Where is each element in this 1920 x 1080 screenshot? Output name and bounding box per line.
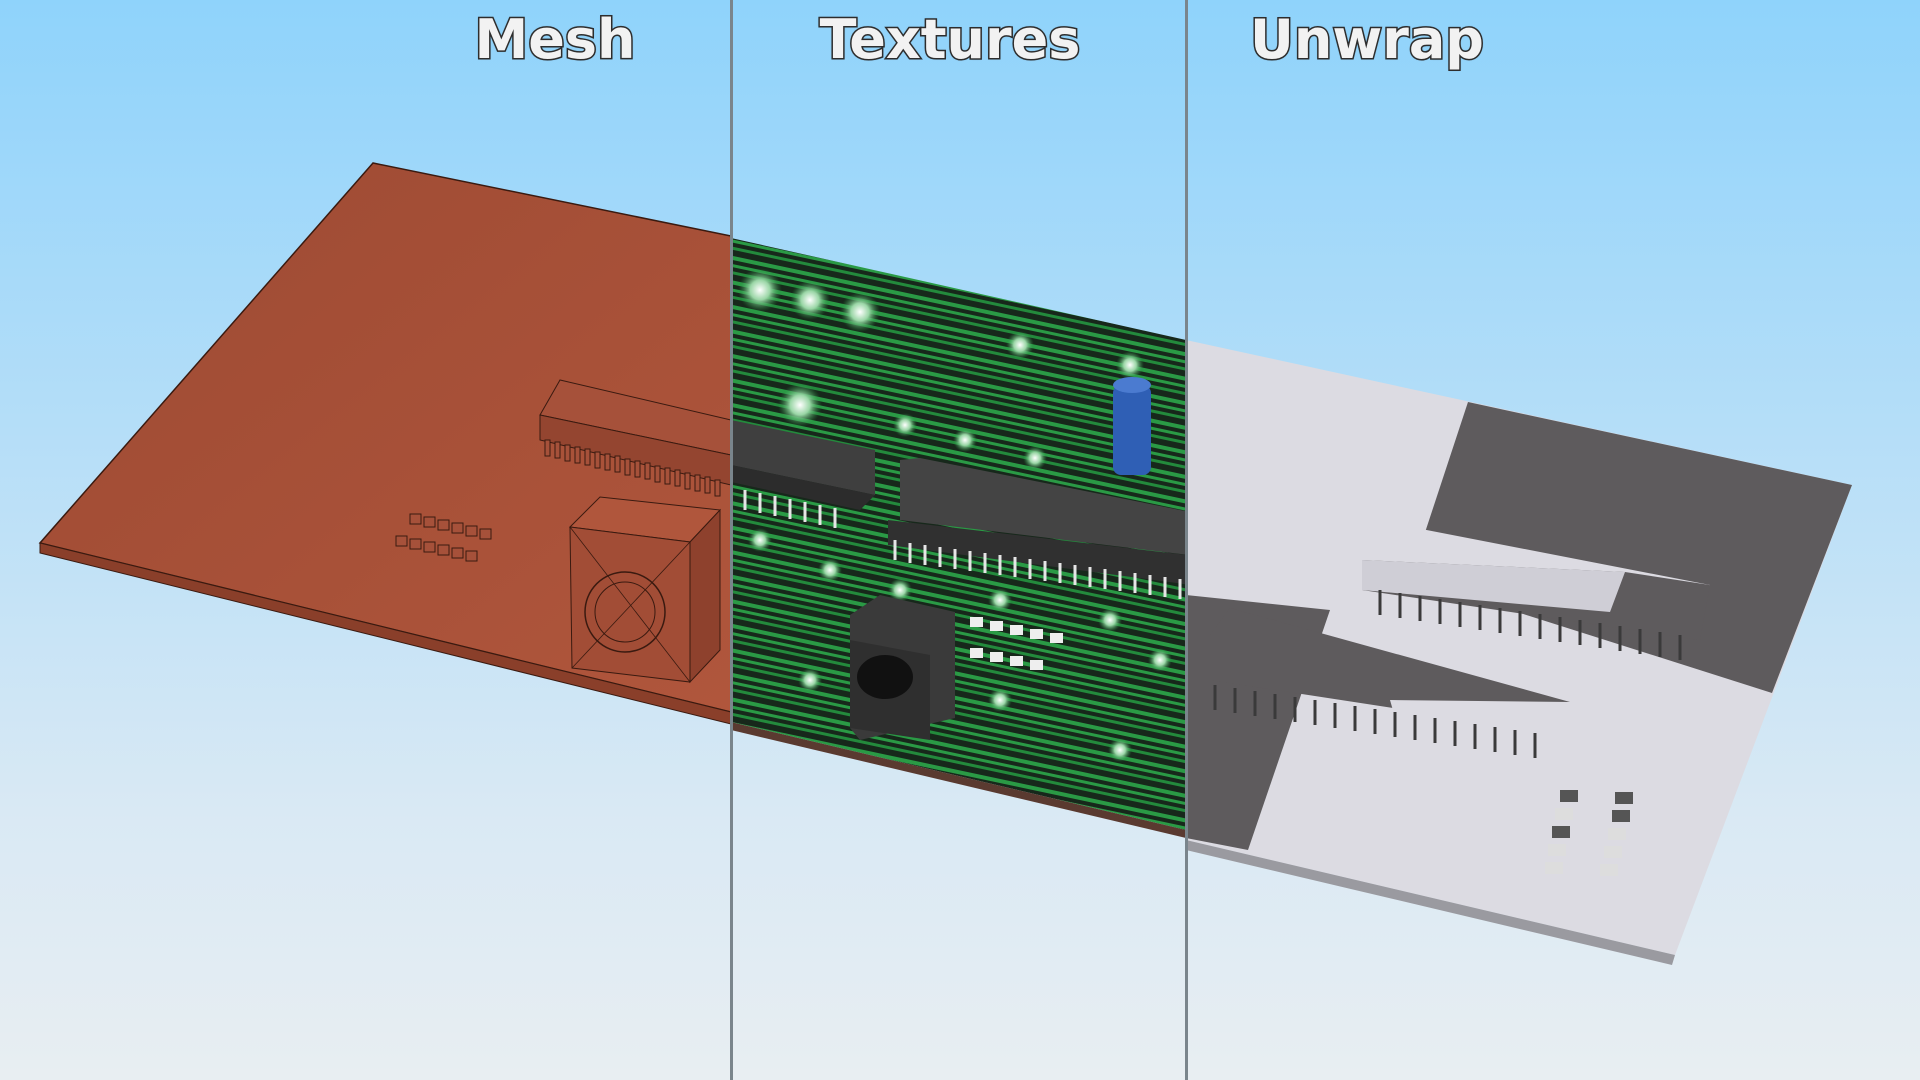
mesh-board xyxy=(38,162,731,725)
section-label-textures: Textures xyxy=(818,7,1082,73)
textured-board xyxy=(731,238,1186,838)
unwrap-board xyxy=(1186,340,1852,965)
section-divider-2 xyxy=(1185,0,1188,1080)
section-label-unwrap: Unwrap xyxy=(1249,7,1486,73)
section-divider-1 xyxy=(730,0,733,1080)
section-label-mesh: Mesh xyxy=(473,7,637,73)
